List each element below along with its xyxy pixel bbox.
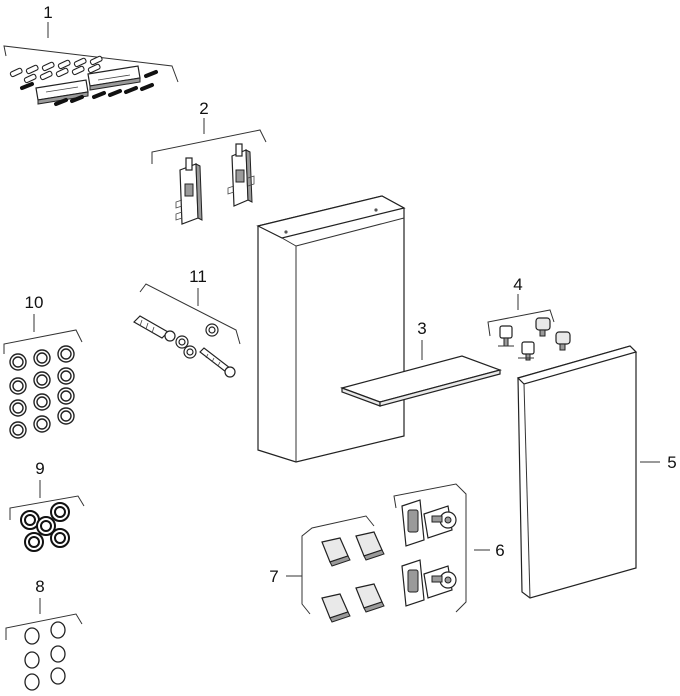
support-a bbox=[498, 325, 514, 347]
bracket-1 bbox=[3, 45, 179, 83]
part-10-ring-set: 10 bbox=[3, 293, 83, 439]
label-9: 9 bbox=[35, 459, 44, 478]
bracket-right bbox=[227, 143, 255, 207]
cabinet-body bbox=[256, 195, 406, 463]
label-2: 2 bbox=[199, 99, 208, 118]
bracket-4 bbox=[487, 309, 555, 337]
bracket-9 bbox=[9, 495, 85, 520]
label-5: 5 bbox=[667, 453, 676, 472]
bracket-7 bbox=[301, 515, 375, 615]
bracket-11 bbox=[139, 283, 241, 345]
part-3-glass-shelf: 3 bbox=[340, 319, 502, 407]
part-1-mounting-rails-and-screws: 1 bbox=[3, 3, 179, 106]
part-5-door: 5 bbox=[516, 345, 677, 599]
label-6: 6 bbox=[495, 541, 504, 560]
bracket-8 bbox=[5, 613, 83, 640]
label-10: 10 bbox=[25, 293, 44, 312]
label-4: 4 bbox=[513, 275, 522, 294]
bracket-left bbox=[175, 157, 203, 225]
wall-plug bbox=[133, 315, 176, 342]
bracket-10 bbox=[3, 329, 83, 354]
hinge-lower bbox=[401, 559, 457, 607]
part-8-small-ring-set: 8 bbox=[5, 577, 83, 691]
label-11: 11 bbox=[189, 267, 207, 286]
part-9-knob-set: 9 bbox=[9, 459, 85, 552]
part-2-hanging-brackets: 2 bbox=[151, 99, 267, 225]
support-d bbox=[555, 331, 571, 351]
cap-4 bbox=[355, 583, 385, 613]
rail-right bbox=[87, 65, 141, 91]
hinge-upper bbox=[401, 499, 457, 547]
support-c bbox=[518, 341, 535, 361]
bracket-2 bbox=[151, 129, 267, 164]
cap-1 bbox=[321, 537, 351, 567]
cap-2 bbox=[355, 531, 385, 561]
label-3: 3 bbox=[417, 319, 426, 338]
bracket-6 bbox=[393, 483, 467, 613]
label-1: 1 bbox=[43, 3, 52, 22]
screw bbox=[199, 347, 236, 378]
rail-left bbox=[35, 79, 89, 105]
label-8: 8 bbox=[35, 577, 44, 596]
part-4-shelf-supports: 4 bbox=[487, 275, 571, 361]
label-7: 7 bbox=[269, 567, 278, 586]
part-7-caps: 7 bbox=[269, 515, 385, 623]
part-6-hinges: 6 bbox=[393, 483, 505, 613]
part-11-fixing-set: 11 bbox=[133, 267, 241, 378]
cap-3 bbox=[321, 593, 351, 623]
support-b bbox=[535, 317, 551, 337]
washers bbox=[175, 323, 219, 359]
